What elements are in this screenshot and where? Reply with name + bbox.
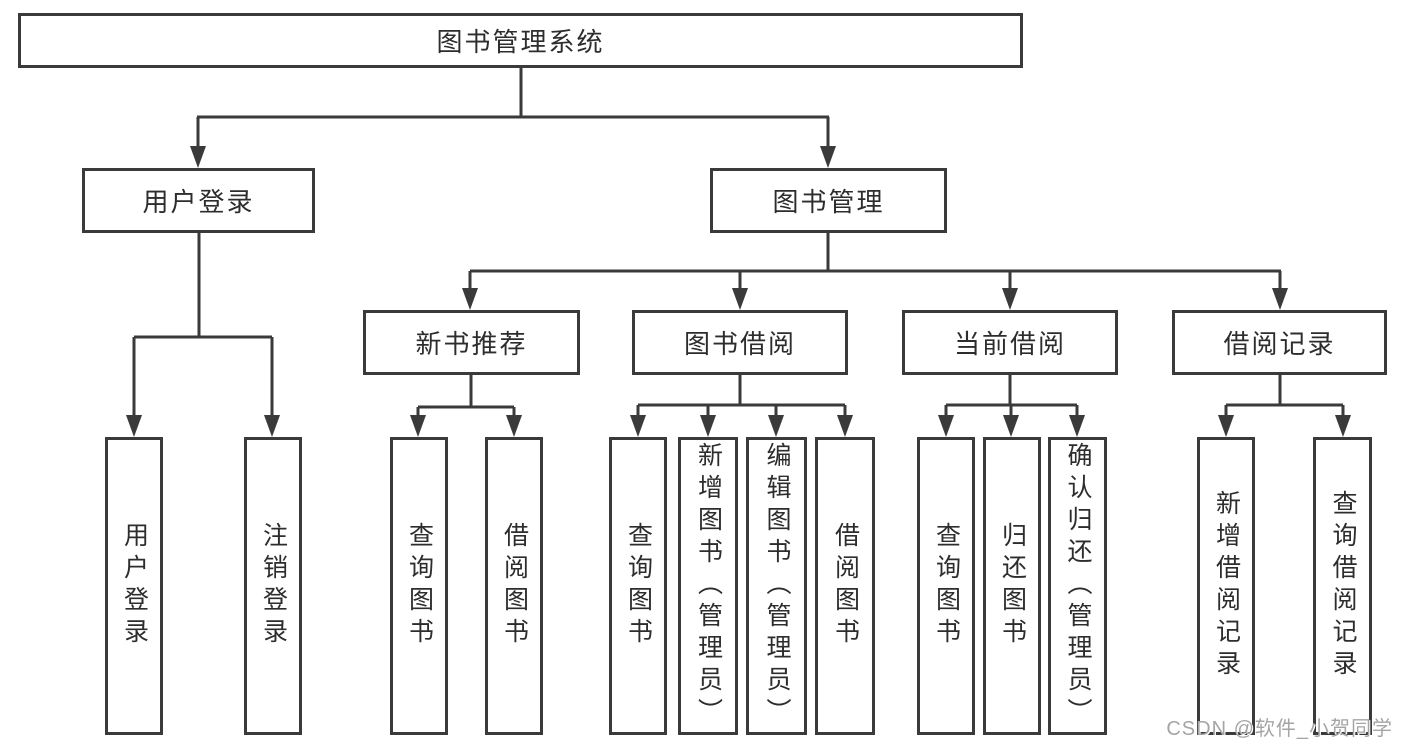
arrow-down-icon [126,415,142,437]
node-label: 用户登录 [120,522,149,650]
node-label: 查询图书 [405,522,434,650]
node-borrow-records: 借阅记录 [1172,310,1387,375]
arrow-down-icon [410,415,426,437]
leaf-borrow-books-2: 借阅图书 [815,437,875,735]
leaf-user-login: 用户登录 [105,437,163,735]
node-root-system: 图书管理系统 [18,13,1023,68]
node-book-management: 图书管理 [710,168,947,233]
node-label: 图书管理系统 [436,27,605,57]
node-book-borrow: 图书借阅 [632,310,848,375]
arrow-down-icon [506,415,522,437]
arrow-down-icon [190,146,206,168]
leaf-logout: 注销登录 [244,437,302,735]
arrow-down-icon [768,415,784,437]
arrow-down-icon [1069,415,1085,437]
arrow-down-icon [1218,415,1234,437]
leaf-query-books-2: 查询图书 [609,437,667,735]
node-label: 查询图书 [932,522,961,650]
node-label: 借阅记录 [1223,329,1336,359]
node-label: 查询借阅记录 [1329,490,1357,682]
arrow-down-icon [938,415,954,437]
leaf-query-books-3: 查询图书 [917,437,975,735]
node-label: 借阅图书 [500,522,529,650]
node-label: 新书推荐 [415,329,528,359]
arrow-down-icon [1003,415,1019,437]
node-user-login: 用户登录 [82,168,315,233]
node-label: 用户登录 [142,187,255,217]
arrow-down-icon [1272,288,1288,310]
arrow-down-icon [462,288,478,310]
node-label: 确认归还（管理员） [1064,442,1092,730]
leaf-add-borrow-record: 新增借阅记录 [1197,437,1255,735]
leaf-add-books-admin: 新增图书（管理员） [678,437,738,735]
node-new-book-recommend: 新书推荐 [363,310,580,375]
node-label: 新增借阅记录 [1212,490,1241,682]
node-label: 编辑图书（管理员） [763,442,791,730]
node-current-borrow: 当前借阅 [902,310,1118,375]
arrow-down-icon [1335,415,1351,437]
arrow-down-icon [1002,288,1018,310]
arrow-down-icon [837,415,853,437]
arrow-down-icon [732,288,748,310]
node-label: 注销登录 [259,522,288,650]
leaf-return-books: 归还图书 [983,437,1041,735]
node-label: 图书借阅 [683,329,796,359]
arrow-down-icon [820,146,836,168]
leaf-edit-books-admin: 编辑图书（管理员） [746,437,807,735]
leaf-borrow-books-1: 借阅图书 [485,437,543,735]
node-label: 查询图书 [624,522,653,650]
node-label: 当前借阅 [953,329,1066,359]
node-label: 新增图书（管理员） [694,442,723,730]
node-label: 借阅图书 [831,522,860,650]
node-label: 图书管理 [772,187,885,217]
node-label: 归还图书 [998,522,1027,650]
arrow-down-icon [630,415,646,437]
leaf-confirm-return-admin: 确认归还（管理员） [1048,437,1107,735]
watermark: CSDN @软件_小贺同学 [1166,718,1393,740]
leaf-query-borrow-record: 查询借阅记录 [1313,437,1372,735]
leaf-query-books-1: 查询图书 [390,437,448,735]
arrow-down-icon [700,415,716,437]
arrow-down-icon [264,415,280,437]
